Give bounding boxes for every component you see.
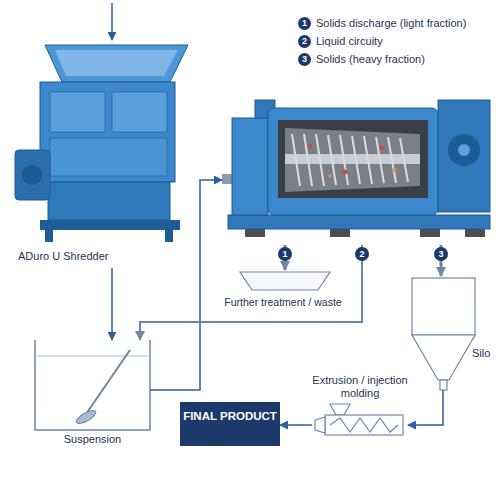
shredder-illustration-part: [55, 50, 178, 76]
decanter-illustration-part: [316, 134, 324, 186]
flow-arrow: [140, 245, 362, 340]
decanter-illustration-part: [330, 229, 350, 237]
edge-badge: 2: [355, 247, 369, 261]
decanter-illustration-part: [285, 154, 420, 164]
callout-list: 1 Solids discharge (light fraction) 2 Liqui…: [298, 14, 466, 68]
callout-number: 2: [298, 35, 311, 48]
shredder-illustration-part: [165, 230, 173, 242]
decanter-illustration-part: [343, 170, 348, 175]
decanter-illustration: [222, 100, 490, 237]
decanter-illustration-part: [388, 137, 396, 183]
extruder-illustration-part: [315, 417, 325, 433]
node-label: FINAL PRODUCT: [180, 410, 280, 424]
tank-illustration-part: [35, 340, 150, 430]
decanter-illustration-part: [448, 134, 480, 166]
silo-illustration: [412, 278, 475, 390]
shredder-illustration: [15, 45, 188, 242]
waste-tray: Further treatment / waste: [208, 270, 358, 316]
callout-row: 2 Liquid circuity: [298, 32, 466, 50]
decanter-illustration-part: [340, 135, 348, 185]
tank-illustration-part: [37, 356, 148, 357]
node-label: Suspension: [35, 433, 150, 446]
shredder-illustration-part: [45, 45, 188, 82]
decanter-illustration-part: [352, 136, 360, 184]
shredder-illustration-part: [112, 92, 167, 132]
shredder: ADuro U Shredder: [10, 38, 192, 268]
flow-arrow: [280, 424, 312, 426]
decanter-illustration-part: [364, 136, 372, 184]
callout-number: 3: [298, 53, 311, 66]
final-product-box: FINAL PRODUCT: [180, 402, 280, 446]
shredder-illustration-part: [40, 220, 180, 230]
edge-badge: 3: [434, 247, 448, 261]
extruder-illustration: [315, 404, 403, 435]
feed-arrow: [112, 3, 113, 40]
flow-arrow: [150, 180, 222, 390]
edge-badge: 1: [278, 247, 292, 261]
decanter-illustration-part: [465, 229, 485, 237]
tray-illustration: [240, 272, 330, 290]
shredder-illustration-part: [22, 165, 42, 185]
tray-illustration-part: [240, 272, 330, 290]
callout-number: 1: [298, 17, 311, 30]
callout-text: Solids (heavy fraction): [316, 53, 425, 65]
shredder-illustration-part: [50, 92, 105, 132]
callout-number: 3: [434, 247, 448, 261]
extruder-illustration-part: [330, 404, 350, 415]
connector-layer-part: [112, 180, 443, 425]
decanter-illustration-part: [420, 229, 440, 237]
silo-illustration-part: [412, 278, 475, 335]
feed-arrow-part: [111, 3, 113, 40]
decanter-illustration-part: [400, 138, 408, 182]
decanter-illustration-part: [232, 118, 268, 215]
extruder-illustration-part: [330, 418, 398, 432]
silo-illustration-part: [440, 380, 447, 390]
shredder-illustration-part: [48, 182, 170, 220]
decanter-centrifuge: [222, 95, 495, 245]
extruder-illustration-part: [325, 415, 403, 435]
shredder-illustration-part: [40, 82, 175, 182]
flow-arrow: [408, 390, 443, 425]
decanter-illustration-part: [268, 108, 438, 215]
tank-illustration-part: [86, 350, 130, 414]
decanter-illustration-part: [328, 174, 332, 178]
decanter-illustration-part: [393, 168, 397, 172]
decanter-illustration-part: [278, 120, 428, 198]
decanter-illustration-part: [308, 144, 313, 149]
decanter-illustration-part: [458, 144, 470, 156]
tank-illustration-part: [74, 408, 97, 426]
decanter-illustration-part: [380, 146, 385, 151]
suspension-tank: Suspension: [35, 340, 150, 454]
callout-number: 2: [355, 247, 369, 261]
node-label: Extrusion / injection molding: [312, 374, 408, 400]
node-label: Silo: [472, 347, 490, 360]
tank-illustration: [35, 340, 150, 430]
callout-row: 1 Solids discharge (light fraction): [298, 14, 466, 32]
decanter-illustration-part: [285, 128, 420, 192]
decanter-illustration-part: [328, 135, 336, 185]
decanter-illustration-part: [304, 134, 312, 186]
node-label: ADuro U Shredder: [18, 250, 109, 263]
decanter-illustration-part: [292, 134, 300, 186]
callout-number: 1: [278, 247, 292, 261]
decanter-illustration-part: [438, 100, 490, 212]
decanter-illustration-part: [228, 215, 490, 229]
callout-text: Solids discharge (light fraction): [316, 17, 466, 29]
decanter-illustration-part: [245, 229, 265, 237]
decanter-illustration-part: [376, 137, 384, 183]
callout-row: 3 Solids (heavy fraction): [298, 50, 466, 68]
shredder-illustration-part: [45, 230, 53, 242]
silo-illustration-part: [412, 335, 475, 380]
node-label: Further treatment / waste: [208, 296, 358, 309]
silo: Silo: [410, 276, 478, 390]
shredder-illustration-part: [50, 138, 167, 176]
shredder-illustration-part: [15, 150, 50, 200]
callout-text: Liquid circuity: [316, 35, 383, 47]
extruder: Extrusion / injection molding: [312, 374, 408, 446]
flow-arrow: [111, 268, 113, 340]
